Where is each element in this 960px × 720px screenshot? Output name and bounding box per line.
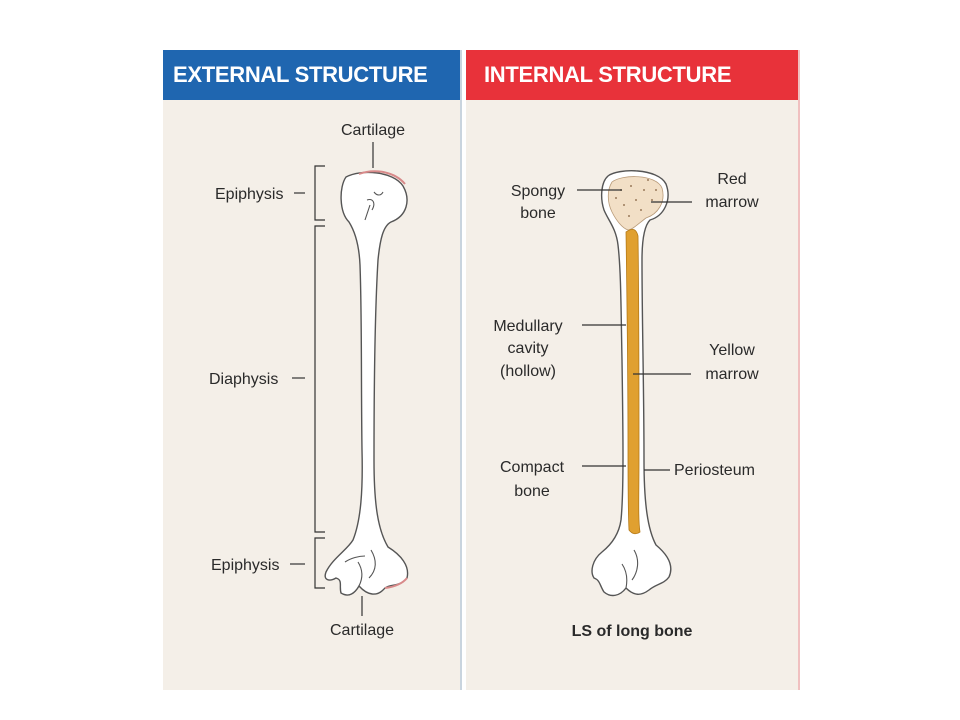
label-yellow-marrow-2: marrow bbox=[705, 366, 759, 383]
external-structure-header: EXTERNAL STRUCTURE bbox=[163, 50, 460, 100]
external-bone-shape bbox=[324, 171, 409, 596]
label-compact-bone-2: bone bbox=[514, 483, 550, 500]
external-bone-diagram: Cartilage Epiphysis Diaphysis Epiphysis … bbox=[209, 122, 409, 639]
bracket-epiphysis-top bbox=[314, 165, 325, 221]
label-red-marrow-2: marrow bbox=[705, 194, 759, 211]
bracket-epiphysis-bottom bbox=[314, 537, 325, 589]
bracket-diaphysis bbox=[314, 225, 325, 533]
label-epiphysis-bottom: Epiphysis bbox=[211, 557, 279, 574]
label-cartilage-top: Cartilage bbox=[341, 122, 405, 139]
external-structure-panel: EXTERNAL STRUCTURE Cartilage Epiphysis D… bbox=[163, 50, 462, 690]
condyle-detail-lines bbox=[344, 549, 376, 587]
caption-ls-long-bone: LS of long bone bbox=[572, 623, 693, 640]
yellow-marrow-fill bbox=[625, 228, 641, 535]
label-diaphysis: Diaphysis bbox=[209, 371, 278, 388]
label-red-marrow-1: Red bbox=[717, 171, 746, 188]
label-yellow-marrow-1: Yellow bbox=[709, 342, 755, 359]
label-periosteum: Periosteum bbox=[674, 462, 755, 479]
internal-structure-header: INTERNAL STRUCTURE bbox=[466, 50, 798, 100]
internal-structure-panel: INTERNAL STRUCTURE Spongy bone Red marro… bbox=[466, 50, 800, 690]
internal-bone-diagram: Spongy bone Red marrow Medullary cavity … bbox=[493, 170, 759, 640]
label-spongy-bone-2: bone bbox=[520, 205, 556, 222]
label-epiphysis-top: Epiphysis bbox=[215, 186, 283, 203]
label-medullary-2: cavity bbox=[508, 340, 549, 357]
label-cartilage-bottom: Cartilage bbox=[330, 622, 394, 639]
cartilage-top-shape bbox=[358, 170, 406, 185]
label-medullary-1: Medullary bbox=[493, 318, 562, 335]
label-spongy-bone-1: Spongy bbox=[511, 183, 565, 200]
label-medullary-3: (hollow) bbox=[500, 363, 556, 380]
label-compact-bone-1: Compact bbox=[500, 459, 565, 476]
internal-condyle-lines bbox=[621, 549, 639, 589]
head-detail-lines bbox=[364, 191, 384, 221]
cartilage-bottom-shape bbox=[384, 577, 408, 589]
